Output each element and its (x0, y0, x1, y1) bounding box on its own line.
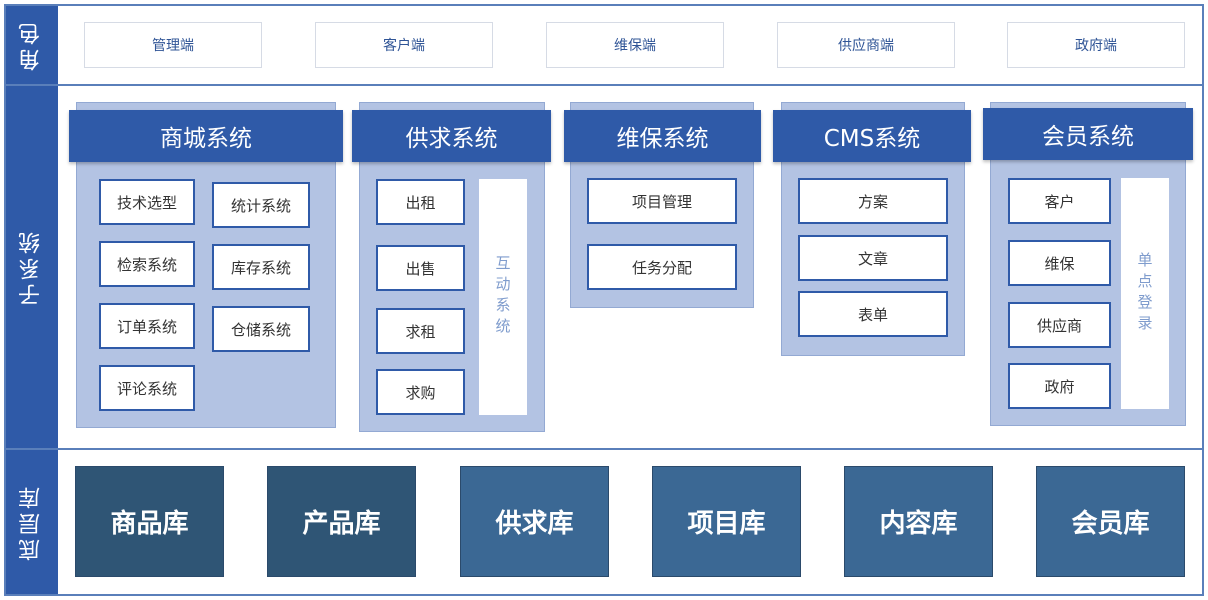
role-customer: 客户端 (315, 22, 493, 68)
member-item-government: 政府 (1008, 363, 1111, 409)
supply-item-seek-buy: 求购 (376, 369, 465, 415)
mall-item-search: 检索系统 (99, 241, 195, 287)
mall-item-warehouse: 仓储系统 (212, 306, 310, 352)
mall-item-inventory: 库存系统 (212, 244, 310, 290)
subsystems-row-label: 子系统 (6, 86, 58, 448)
maintenance-item-task-assign: 任务分配 (587, 244, 737, 290)
member-sso-label: 单点登录 (1135, 251, 1154, 336)
cms-item-article: 文章 (798, 235, 948, 281)
role-admin: 管理端 (84, 22, 262, 68)
db-projects: 项目库 (652, 466, 801, 577)
mall-item-statistics: 统计系统 (212, 182, 310, 228)
member-system-title: 会员系统 (983, 108, 1193, 160)
supply-item-seek-rent: 求租 (376, 308, 465, 354)
member-item-customer: 客户 (1008, 178, 1111, 224)
maintenance-item-project-mgmt: 项目管理 (587, 178, 737, 224)
mall-system-title: 商城系统 (69, 110, 343, 162)
db-supply-demand: 供求库 (460, 466, 609, 577)
base-row-label: 底层库 (6, 450, 58, 594)
subsystems-label-text: 子系统 (19, 228, 44, 306)
mall-item-orders: 订单系统 (99, 303, 195, 349)
cms-item-form: 表单 (798, 291, 948, 337)
roles-row-label: 角色 (6, 6, 58, 84)
mall-item-tech-selection: 技术选型 (99, 179, 195, 225)
roles-label-text: 角色 (19, 19, 44, 71)
db-content: 内容库 (844, 466, 993, 577)
base-label-text: 底层库 (19, 483, 44, 561)
member-sso: 单点登录 (1121, 178, 1169, 409)
db-products-goods: 商品库 (75, 466, 224, 577)
supply-item-rent-out: 出租 (376, 179, 465, 225)
supply-interaction-label: 互动系统 (493, 255, 512, 339)
member-item-maintenance: 维保 (1008, 240, 1111, 286)
supply-interaction-system: 互动系统 (479, 179, 527, 415)
role-maintenance: 维保端 (546, 22, 724, 68)
role-government: 政府端 (1007, 22, 1185, 68)
mall-item-reviews: 评论系统 (99, 365, 195, 411)
role-supplier: 供应商端 (777, 22, 955, 68)
supply-system-title: 供求系统 (352, 110, 551, 162)
db-members: 会员库 (1036, 466, 1185, 577)
cms-item-plan: 方案 (798, 178, 948, 224)
member-item-supplier: 供应商 (1008, 302, 1111, 348)
db-products: 产品库 (267, 466, 416, 577)
supply-item-sell: 出售 (376, 245, 465, 291)
base-row (4, 448, 1204, 596)
maintenance-system-title: 维保系统 (564, 110, 761, 162)
cms-system-title: CMS系统 (773, 110, 971, 162)
